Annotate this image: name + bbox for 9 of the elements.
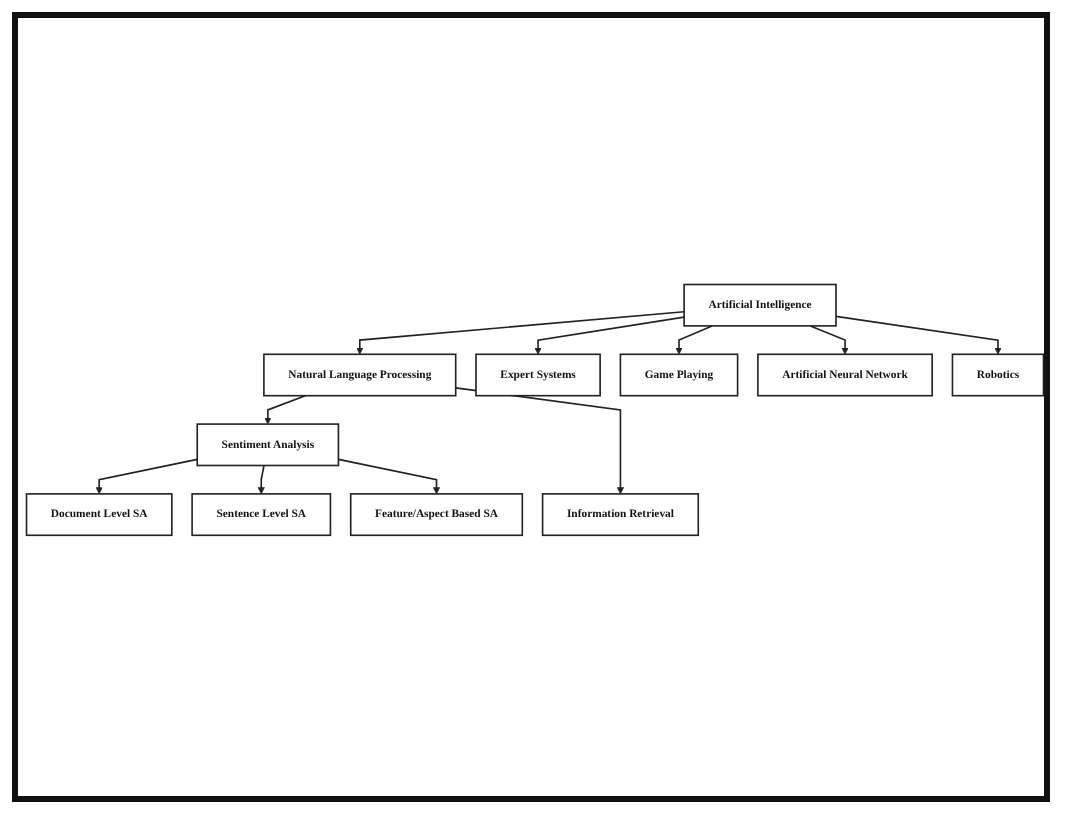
arrow <box>675 324 713 354</box>
arrow <box>534 315 685 354</box>
arrow <box>257 463 265 494</box>
arrow <box>264 393 307 424</box>
arrow <box>809 324 849 354</box>
arrow <box>337 457 441 494</box>
arrow <box>835 314 1002 354</box>
arrow <box>356 310 685 354</box>
arrow <box>95 457 199 494</box>
